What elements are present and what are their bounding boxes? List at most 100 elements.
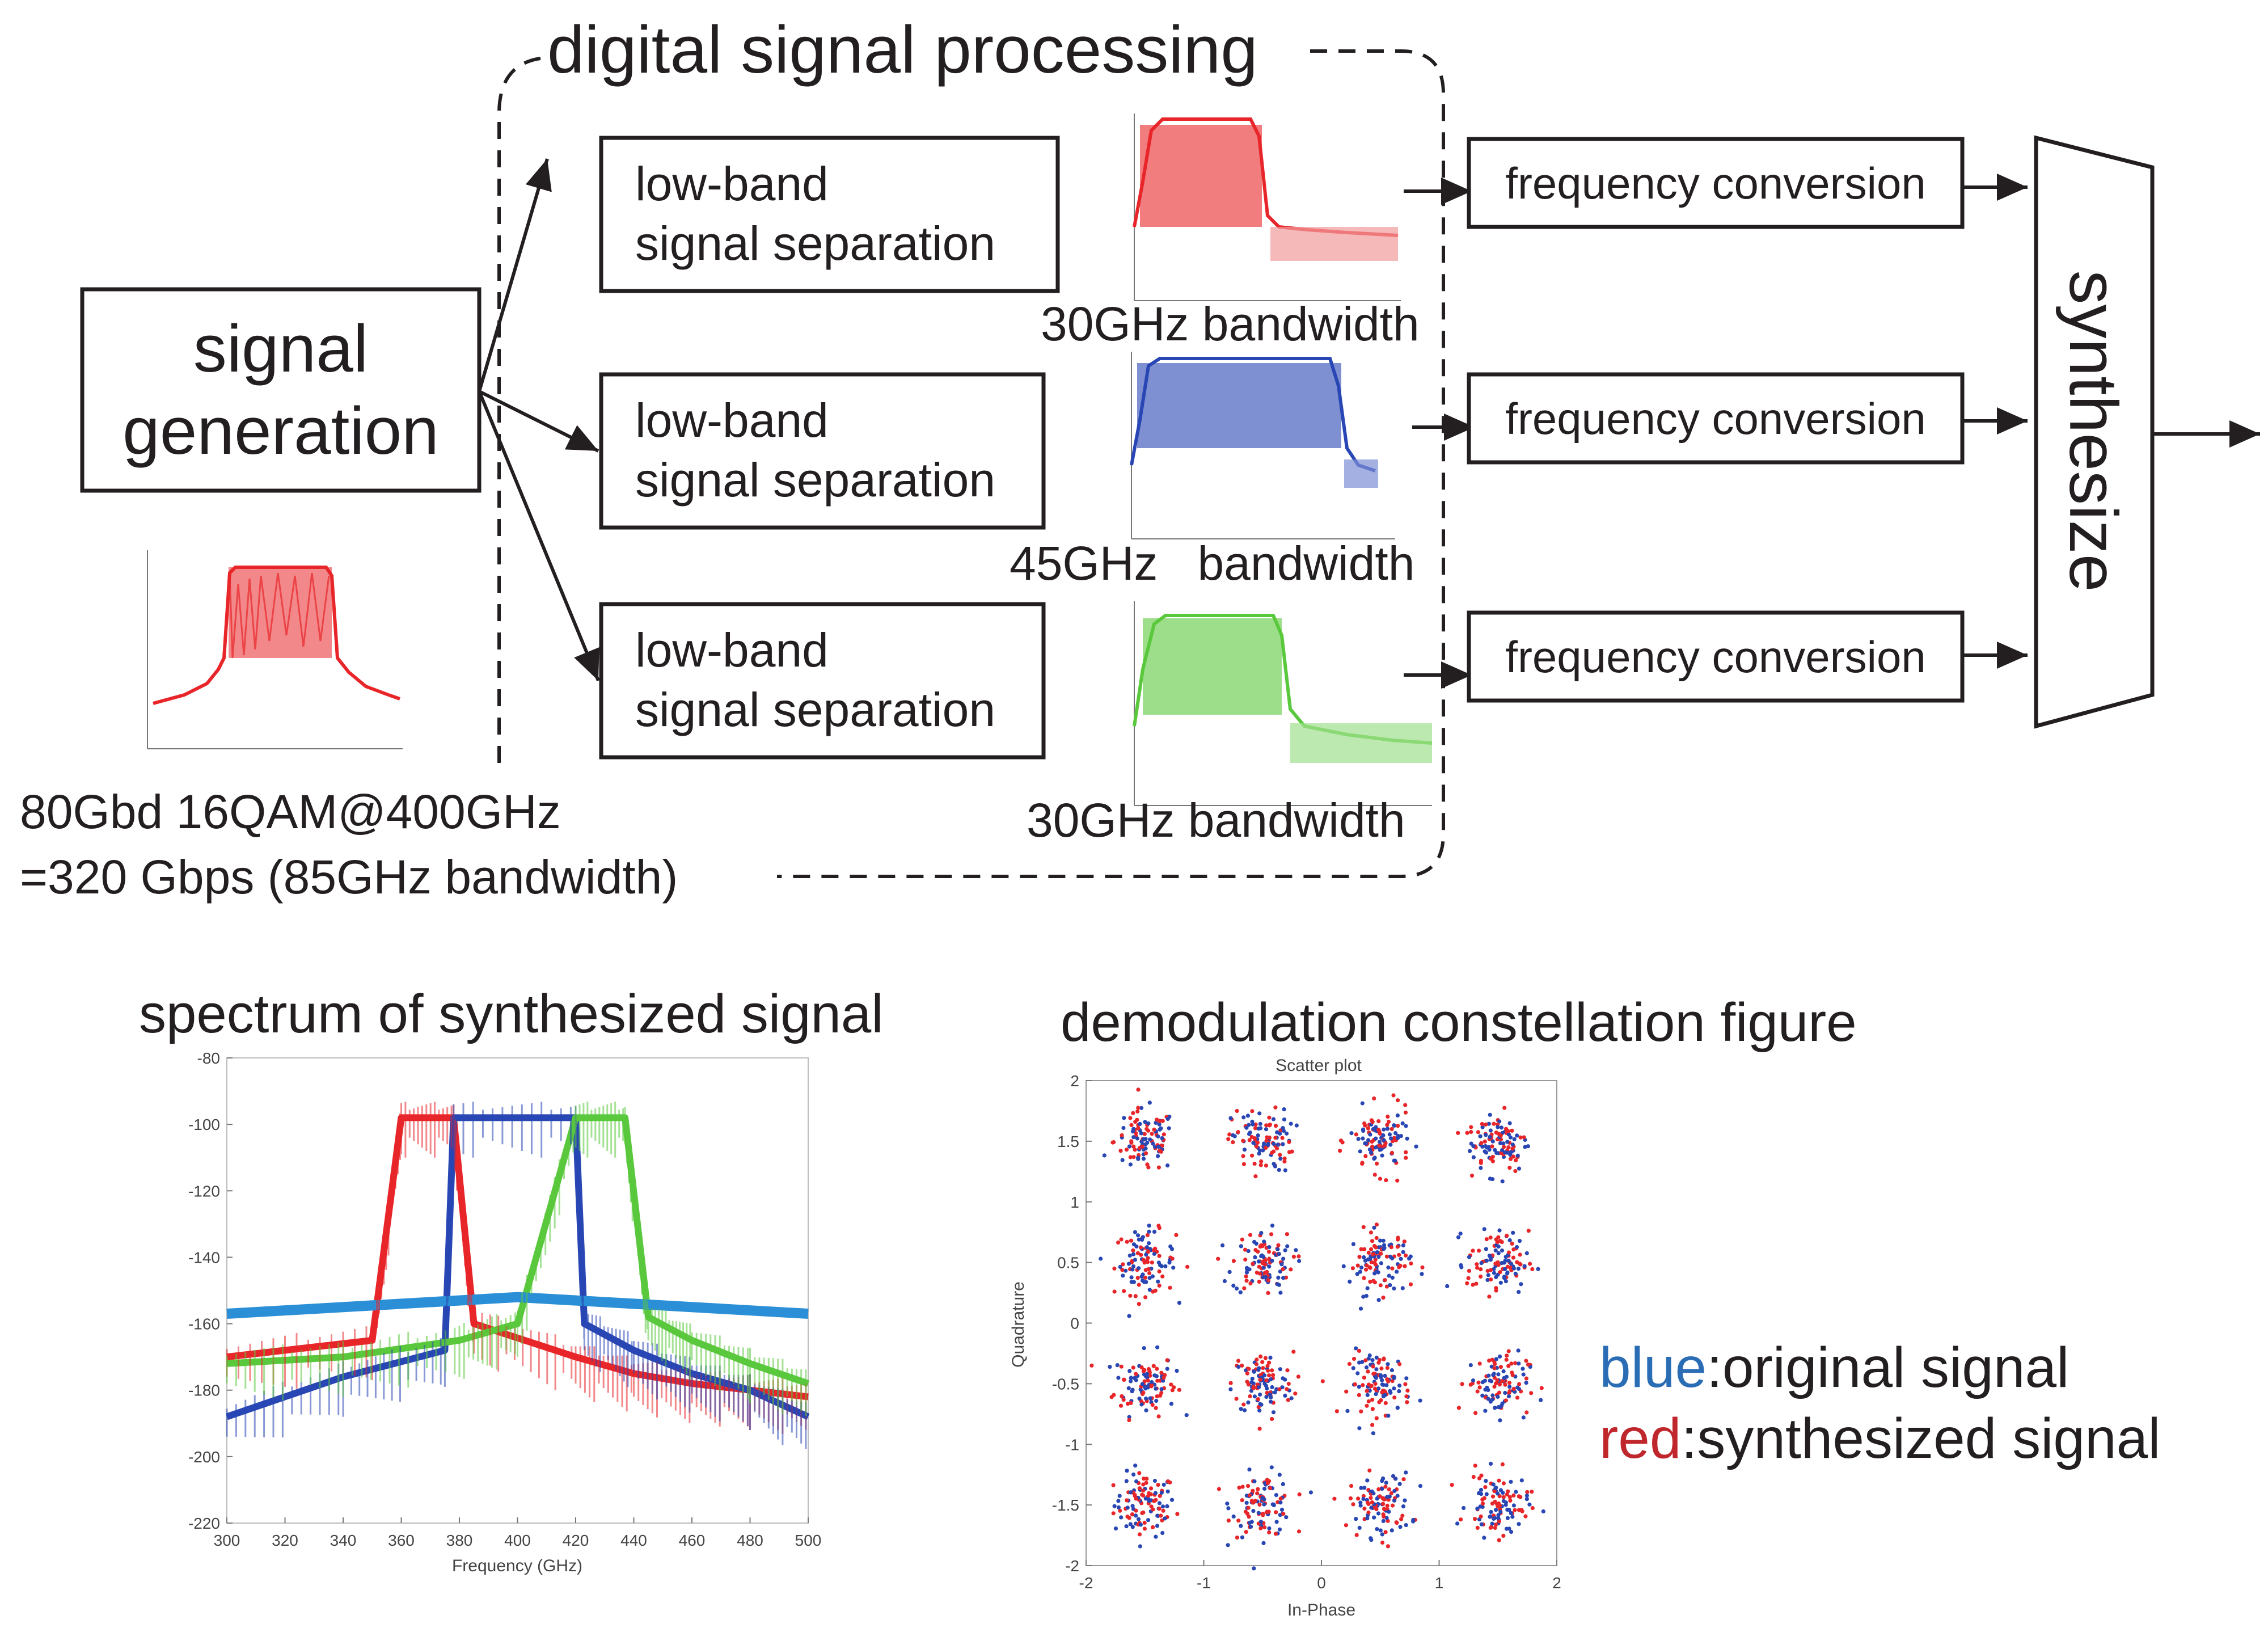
- constellation-point: [1368, 1256, 1372, 1261]
- constellation-point: [1473, 1517, 1477, 1521]
- constellation-point: [1133, 1463, 1138, 1468]
- constellation-point: [1237, 1486, 1241, 1490]
- spectrum-x-tick-label: 420: [563, 1532, 589, 1549]
- constellation-point: [1484, 1247, 1488, 1251]
- constellation-point: [1501, 1499, 1506, 1503]
- constellation-point: [1127, 1369, 1132, 1373]
- constellation-point: [1374, 1145, 1378, 1150]
- constellation-point: [1227, 1269, 1232, 1274]
- constellation-point: [1127, 1253, 1132, 1258]
- constellation-point: [1484, 1258, 1489, 1263]
- constellation-point: [1141, 1510, 1146, 1515]
- constellation-point: [1380, 1382, 1384, 1387]
- constellation-point: [1131, 1144, 1136, 1149]
- constellation-y-tick-label: -1.5: [1052, 1496, 1079, 1514]
- constellation-point: [1485, 1268, 1490, 1273]
- constellation-point: [1262, 1502, 1266, 1507]
- constellation-point: [1259, 1231, 1264, 1235]
- constellation-point: [1494, 1288, 1498, 1293]
- constellation-point: [1524, 1410, 1529, 1415]
- constellation-point: [1160, 1144, 1164, 1148]
- constellation-point: [1393, 1158, 1397, 1163]
- constellation-point: [1144, 1252, 1148, 1257]
- constellation-point: [1154, 1498, 1158, 1502]
- constellation-point: [1351, 1242, 1355, 1246]
- constellation-point: [1525, 1490, 1530, 1494]
- constellation-point: [1402, 1239, 1407, 1244]
- synthesize-label: synthesize: [2055, 271, 2131, 592]
- constellation-point: [1122, 1377, 1126, 1382]
- constellation-point: [1505, 1516, 1510, 1520]
- constellation-point: [1261, 1141, 1266, 1146]
- constellation-point: [1392, 1286, 1396, 1291]
- constellation-point: [1366, 1250, 1371, 1255]
- constellation-point: [1479, 1141, 1484, 1145]
- constellation-point: [1267, 1135, 1272, 1140]
- constellation-point: [1137, 1283, 1141, 1287]
- constellation-point: [1507, 1121, 1512, 1125]
- constellation-point: [1142, 1379, 1147, 1384]
- constellation-point: [1247, 1132, 1252, 1136]
- constellation-point: [1142, 1520, 1147, 1525]
- constellation-point: [1365, 1393, 1370, 1397]
- constellation-point: [1249, 1524, 1253, 1529]
- constellation-point: [1404, 1253, 1408, 1258]
- constellation-point: [1366, 1399, 1371, 1404]
- constellation-point: [1291, 1349, 1296, 1354]
- constellation-point: [1374, 1507, 1379, 1512]
- constellation-point: [1278, 1131, 1282, 1136]
- constellation-point: [1165, 1116, 1170, 1121]
- constellation-point: [1506, 1258, 1511, 1263]
- constellation-point: [1487, 1294, 1492, 1299]
- constellation-point: [1359, 1409, 1363, 1414]
- constellation-point: [1499, 1125, 1504, 1130]
- constellation-point: [1175, 1512, 1180, 1516]
- constellation-point: [1144, 1481, 1148, 1485]
- constellation-point: [1455, 1521, 1460, 1526]
- constellation-point: [1273, 1105, 1278, 1110]
- constellation-point: [1527, 1502, 1532, 1507]
- constellation-point: [1530, 1267, 1535, 1272]
- constellation-point: [1220, 1243, 1225, 1248]
- constellation-point: [1246, 1505, 1251, 1510]
- constellation-point: [1116, 1240, 1121, 1245]
- constellation-point: [1517, 1522, 1521, 1526]
- constellation-point: [1144, 1245, 1150, 1250]
- constellation-point: [1385, 1495, 1389, 1499]
- constellation-point: [1493, 1486, 1498, 1491]
- constellation-point: [1240, 1535, 1244, 1540]
- constellation-point: [1347, 1361, 1351, 1366]
- constellation-point: [1135, 1276, 1140, 1280]
- constellation-point: [1281, 1512, 1286, 1516]
- constellation-point: [1405, 1388, 1410, 1393]
- constellation-point: [1263, 1356, 1268, 1360]
- constellation-point: [1500, 1248, 1505, 1253]
- constellation-point: [1137, 1397, 1142, 1401]
- constellation-point: [1355, 1263, 1360, 1268]
- constellation-point: [1282, 1117, 1286, 1122]
- constellation-point: [1486, 1121, 1491, 1126]
- constellation-point: [1374, 1355, 1379, 1360]
- constellation-point: [1516, 1348, 1521, 1353]
- constellation-point: [1160, 1504, 1165, 1509]
- constellation-point: [1468, 1382, 1473, 1387]
- constellation-point: [1226, 1543, 1230, 1547]
- constellation-point: [1364, 1365, 1369, 1370]
- constellation-point: [1128, 1293, 1133, 1298]
- constellation-point: [1144, 1372, 1150, 1376]
- constellation-point: [1134, 1244, 1139, 1249]
- constellation-point: [1251, 1381, 1256, 1386]
- constellation-point: [1117, 1494, 1122, 1498]
- constellation-point: [1134, 1496, 1138, 1501]
- constellation-point: [1502, 1267, 1507, 1271]
- constellation-point: [1247, 1138, 1252, 1142]
- constellation-point: [1511, 1266, 1516, 1271]
- constellation-point: [1239, 1407, 1243, 1411]
- constellation-point: [1133, 1294, 1138, 1298]
- constellation-point: [1509, 1262, 1514, 1266]
- constellation-point: [1371, 1364, 1375, 1369]
- constellation-point: [1341, 1264, 1346, 1268]
- constellation-point: [1137, 1532, 1142, 1537]
- constellation-point: [1157, 1269, 1162, 1273]
- constellation-point: [1293, 1391, 1298, 1396]
